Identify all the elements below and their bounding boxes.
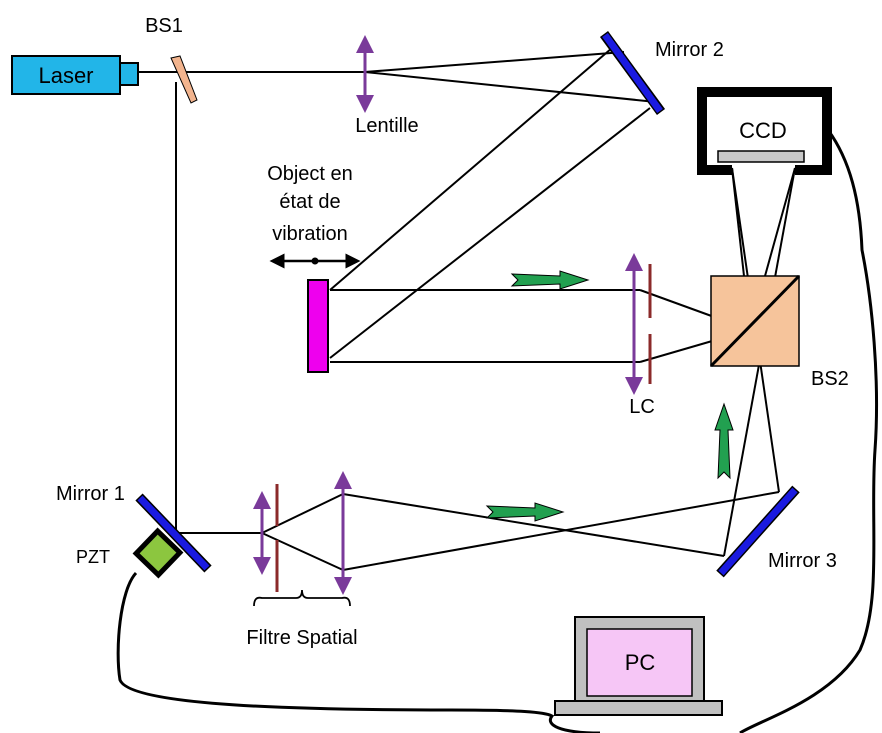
pzt-inner <box>139 534 177 572</box>
beam-paths <box>138 47 796 571</box>
mirror2-label: Mirror 2 <box>655 39 724 61</box>
laser-label: Laser <box>38 63 93 88</box>
beam-filter-expand-b <box>261 532 344 571</box>
pzt-to-pc-cable <box>116 571 601 733</box>
vibration-center-dot <box>311 257 319 265</box>
beam-to-mirror3-a <box>342 493 725 557</box>
laser-body <box>11 55 121 95</box>
ccd-sensor <box>717 150 805 163</box>
propagation-arrow-object-icon <box>510 270 590 290</box>
ccd-label: CCD <box>739 118 787 143</box>
laser-nozzle <box>119 62 139 86</box>
filtre-label: Filtre Spatial <box>246 627 357 649</box>
propagation-arrow-reference-icon <box>485 502 565 522</box>
pc-keyboard <box>554 700 723 716</box>
pc-screen <box>586 628 693 697</box>
pc-label: PC <box>625 650 656 675</box>
mirror2 <box>602 32 663 114</box>
object-label-line1: Object en <box>267 163 353 185</box>
beam-to-mirror3-b <box>342 491 780 571</box>
ccd-to-pc-cable <box>739 129 879 733</box>
object-label-line2: état de <box>279 191 340 213</box>
beam-mirror2-to-object-a <box>329 47 613 291</box>
mirror3-label: Mirror 3 <box>768 550 837 572</box>
beam-mirror2-to-object-b <box>329 107 651 359</box>
mirror3 <box>718 487 798 576</box>
bs2-label: BS2 <box>811 368 849 390</box>
beam-lens-to-mirror2-b <box>364 71 657 103</box>
pzt-label: PZT <box>76 547 110 567</box>
object-label-line3: vibration <box>272 223 348 245</box>
pzt-actuator <box>132 527 184 579</box>
lentille-label: Lentille <box>355 115 418 137</box>
bs1-label: BS1 <box>145 15 183 37</box>
bs1-beamsplitter <box>170 55 198 104</box>
lc-label: LC <box>629 396 655 418</box>
bs2-diagonal <box>709 274 801 368</box>
mirror1 <box>137 495 210 571</box>
ccd-camera: CCD <box>697 87 832 175</box>
laser: Laser <box>11 55 139 95</box>
ccd-housing <box>697 87 832 175</box>
vibrating-object <box>307 279 329 373</box>
mirror1-label: Mirror 1 <box>56 483 125 505</box>
beam-lens-to-mirror2-a <box>364 51 625 73</box>
filter-brace <box>253 589 351 607</box>
cables <box>116 129 879 733</box>
propagation-arrow-up-icon <box>714 402 734 480</box>
beam-filter-expand-a <box>261 493 344 534</box>
pc-laptop: PC <box>554 616 723 716</box>
